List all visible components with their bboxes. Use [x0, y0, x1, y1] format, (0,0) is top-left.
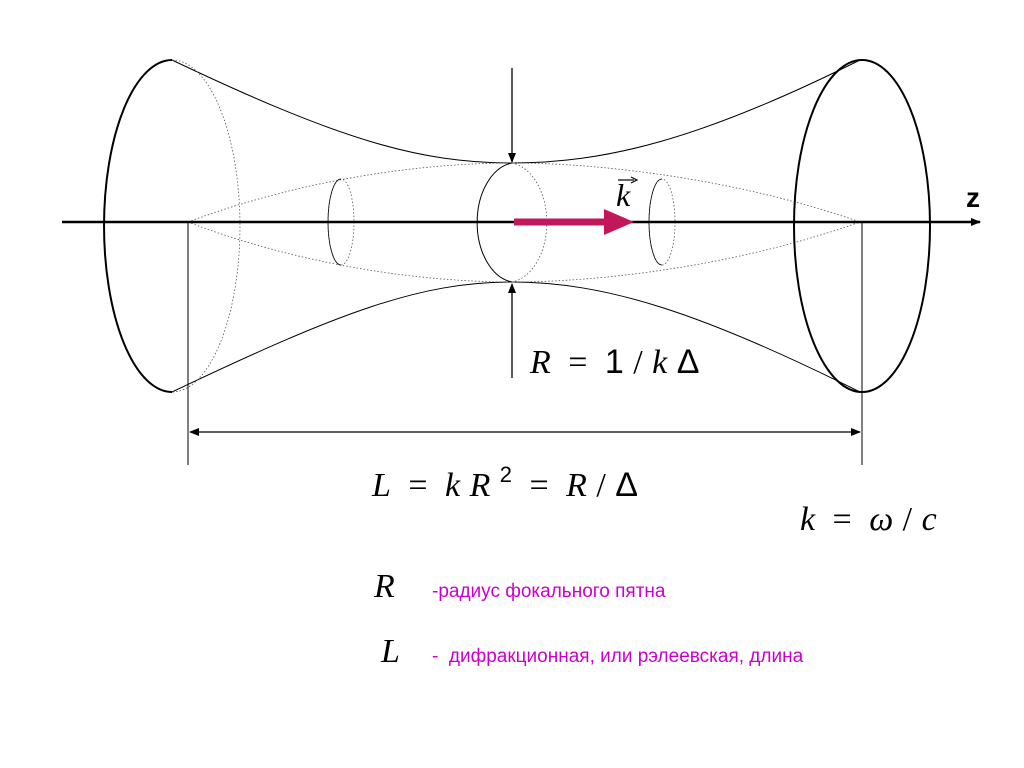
- legend-text-l: - дифракционная, или рэлеевская, длина: [432, 646, 804, 667]
- radius-formula: R = 1 / k Δ: [529, 343, 699, 381]
- legend-symbol-r: R: [373, 568, 395, 605]
- left-aperture-front: [103, 59, 173, 393]
- wave-vector-label: k: [616, 177, 631, 213]
- beam-envelope-top: [171, 59, 861, 164]
- z-axis-label: z: [966, 182, 980, 213]
- beam-envelope-bottom: [171, 281, 861, 393]
- left-aperture-back: [171, 59, 241, 393]
- wave-number-formula: k = ω / c: [800, 500, 937, 538]
- legend-symbol-l: L: [380, 633, 400, 670]
- length-formula: L = k R 2 = R / Δ: [371, 452, 638, 504]
- wave-vector-label-arrowhead: [630, 176, 639, 184]
- inner-cone-bottom: [187, 221, 861, 283]
- legend-text-r: -радиус фокального пятна: [432, 581, 666, 602]
- wave-vector-arrow-head: [604, 209, 634, 235]
- inner-cone-top: [187, 162, 861, 223]
